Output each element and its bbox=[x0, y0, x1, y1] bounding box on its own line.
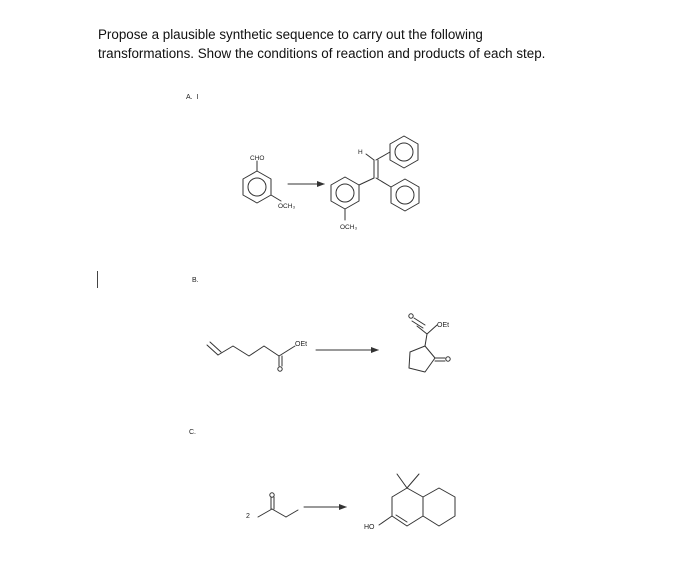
b-start-oet-label: OEt bbox=[295, 341, 307, 348]
b-product-oet-label: OEt bbox=[437, 322, 449, 329]
a-product-h-label: H bbox=[358, 149, 363, 156]
part-b-starting-material: OEt bbox=[206, 341, 307, 372]
part-a-mark: I bbox=[196, 94, 199, 101]
part-a-starting-material: CHO OCH₃ bbox=[242, 155, 295, 210]
c-coefficient: 2 bbox=[246, 513, 250, 520]
a-och3-label: OCH₃ bbox=[278, 203, 295, 210]
problem-prompt: Propose a plausible synthetic sequence t… bbox=[98, 25, 658, 63]
text-cursor bbox=[97, 271, 98, 288]
c-product-ho-label: HO bbox=[364, 524, 375, 531]
part-c-product: HO bbox=[364, 473, 456, 531]
prompt-line-1: Propose a plausible synthetic sequence t… bbox=[98, 27, 483, 42]
a-cho-label: CHO bbox=[250, 155, 264, 162]
part-c-starting-material: 2 bbox=[246, 492, 299, 520]
part-b-label: B. bbox=[192, 277, 199, 284]
part-a-product: OCH₃ H bbox=[330, 135, 420, 231]
part-b-product: OEt bbox=[408, 313, 451, 373]
part-a-label: A. I bbox=[186, 94, 199, 101]
part-a-letter: A. bbox=[186, 94, 193, 101]
part-c-label: C. bbox=[189, 429, 196, 436]
a-product-och3-label: OCH₃ bbox=[340, 224, 357, 231]
prompt-line-2: transformations. Show the conditions of … bbox=[98, 46, 546, 61]
